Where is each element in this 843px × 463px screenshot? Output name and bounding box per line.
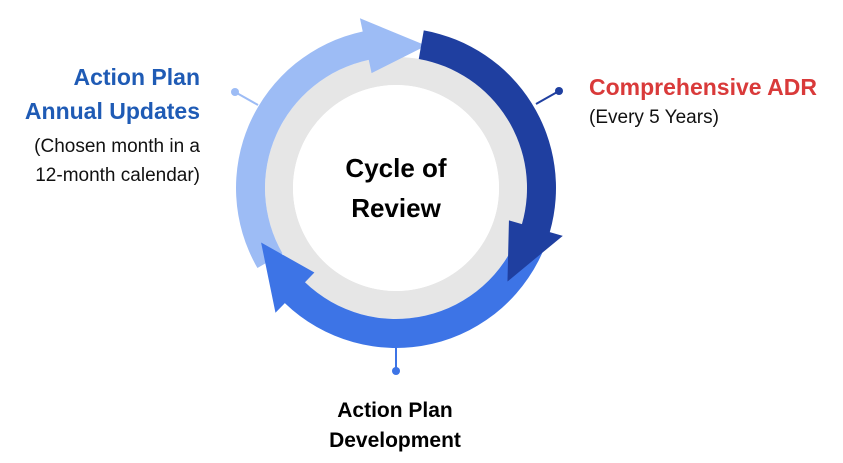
annual-updates-note-line2: 12-month calendar) <box>35 165 200 186</box>
development-arc <box>261 232 547 348</box>
annual-updates-connector-dot <box>231 88 239 96</box>
comprehensive-adr-connector-dot <box>555 87 563 95</box>
annual-updates-title: Action Plan Annual Updates <box>25 60 200 128</box>
development-label: Action Plan Development <box>329 396 461 456</box>
comprehensive-adr-label: Comprehensive ADR (Every 5 Years) <box>589 70 817 132</box>
annual-updates-connector <box>234 91 259 106</box>
annual-updates-title-line2: Annual Updates <box>24 98 200 124</box>
annual-updates-arc <box>236 18 427 268</box>
development-title-line2: Development <box>329 429 461 452</box>
annual-updates-note-line1: (Chosen month in a <box>34 136 200 157</box>
annual-updates-note: (Chosen month in a 12-month calendar) <box>25 132 200 190</box>
center-title-line1: Cycle of <box>345 153 447 183</box>
center-title: Cycle of Review <box>345 148 446 228</box>
inner-ring <box>265 57 527 319</box>
development-title-line1: Action Plan <box>337 399 453 422</box>
annual-updates-title-line1: Action Plan <box>73 64 200 90</box>
comprehensive-adr-connector <box>535 90 560 105</box>
comprehensive-adr-title: Comprehensive ADR <box>589 74 817 100</box>
annual-updates-label: Action Plan Annual Updates (Chosen month… <box>25 60 200 190</box>
center-title-line2: Review <box>351 193 441 223</box>
inner-disc <box>293 85 499 291</box>
development-connector-dot <box>392 367 400 375</box>
comprehensive-adr-arc <box>418 30 563 282</box>
comprehensive-adr-note: (Every 5 Years) <box>589 107 719 128</box>
